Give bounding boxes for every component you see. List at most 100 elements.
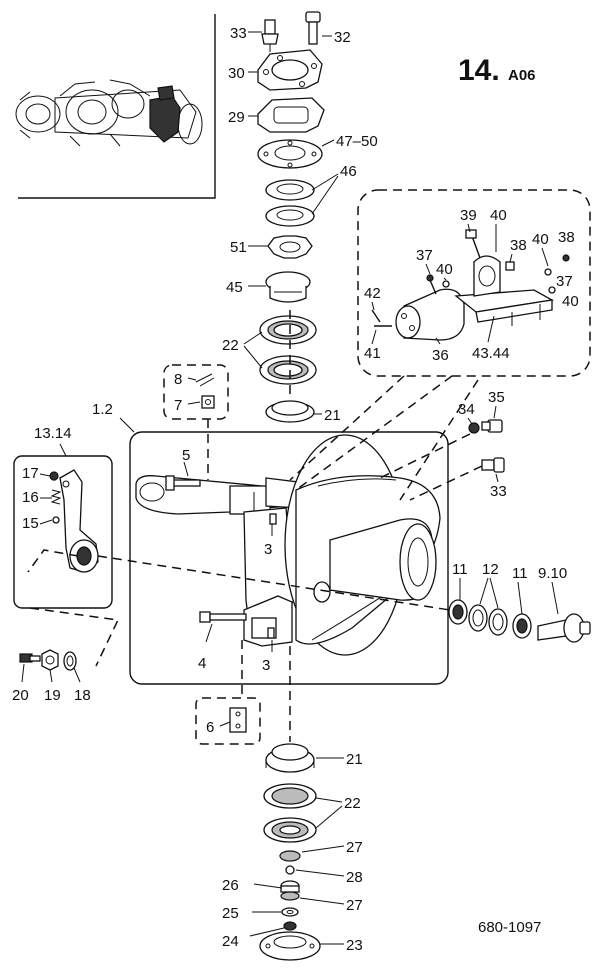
label-27-a: 27 bbox=[346, 839, 363, 856]
label-3-upper: 3 bbox=[264, 541, 272, 558]
part-8-pin bbox=[195, 373, 215, 387]
part-22-bottom-tapered-bearing bbox=[263, 783, 317, 843]
part-25-washer bbox=[281, 907, 299, 917]
part-30-cover-flange bbox=[257, 49, 323, 91]
part-27-lower-disc bbox=[280, 891, 300, 901]
label-39: 39 bbox=[460, 207, 477, 224]
part-28-ball bbox=[285, 865, 295, 875]
label-33-top: 33 bbox=[230, 25, 247, 42]
part-36-brake-cylinder bbox=[395, 288, 465, 341]
label-38-a: 38 bbox=[510, 237, 527, 254]
part-19-nut bbox=[41, 649, 59, 671]
label-38-b: 38 bbox=[558, 229, 575, 246]
part-27-upper-disc bbox=[279, 850, 301, 862]
label-40-d: 40 bbox=[562, 293, 579, 310]
detail-box-6 bbox=[195, 697, 261, 745]
label-34: 34 bbox=[458, 401, 475, 418]
label-25: 25 bbox=[222, 905, 239, 922]
part-45-plug bbox=[265, 271, 311, 303]
label-36: 36 bbox=[432, 347, 449, 364]
label-46: 46 bbox=[340, 163, 357, 180]
drawing-number: 680-1097 bbox=[478, 919, 541, 936]
section-code: A06 bbox=[508, 67, 536, 84]
part-24-nut bbox=[283, 921, 297, 931]
part-26-bushing bbox=[280, 880, 300, 893]
label-17: 17 bbox=[22, 465, 39, 482]
label-9-10: 9.10 bbox=[538, 565, 567, 582]
detail-box-13-14 bbox=[13, 455, 113, 609]
part-33-right-breather bbox=[481, 457, 505, 473]
part-43-44-cylinder-bracket bbox=[454, 255, 554, 326]
label-12: 12 bbox=[482, 561, 499, 578]
part-39-bolt bbox=[465, 229, 481, 259]
part-4-bolt bbox=[199, 611, 247, 623]
label-26: 26 bbox=[222, 877, 239, 894]
part-21-top-seal-ring bbox=[265, 400, 315, 423]
page-number: 14. bbox=[458, 54, 500, 87]
label-37-a: 37 bbox=[416, 247, 433, 264]
part-46-shims bbox=[265, 179, 315, 227]
label-6: 6 bbox=[206, 719, 214, 736]
part-23-cover bbox=[259, 931, 321, 961]
label-35: 35 bbox=[488, 389, 505, 406]
part-29-gasket bbox=[257, 97, 325, 133]
part-1-2-steering-knuckle bbox=[135, 434, 441, 656]
part-42-pin bbox=[371, 309, 381, 323]
label-33-right: 33 bbox=[490, 483, 507, 500]
part-3-lower-bolt bbox=[267, 627, 275, 639]
label-19: 19 bbox=[44, 687, 61, 704]
label-20: 20 bbox=[12, 687, 29, 704]
label-41: 41 bbox=[364, 345, 381, 362]
label-45: 45 bbox=[226, 279, 243, 296]
part-18-washer bbox=[63, 651, 77, 671]
part-6-plate bbox=[229, 707, 247, 733]
part-47-50-shim-plate bbox=[257, 139, 323, 169]
part-11-right-seal bbox=[512, 613, 532, 639]
part-51-lock-washer bbox=[267, 235, 313, 259]
label-18: 18 bbox=[74, 687, 91, 704]
slack-adjuster-dashline bbox=[27, 549, 451, 667]
axle-overview-sketch bbox=[15, 79, 203, 147]
label-13-14: 13.14 bbox=[34, 425, 72, 442]
label-40-c: 40 bbox=[436, 261, 453, 278]
part-20-screw bbox=[19, 653, 41, 663]
label-51: 51 bbox=[230, 239, 247, 256]
part-9-10-stub-axle bbox=[537, 613, 591, 643]
label-42: 42 bbox=[364, 285, 381, 302]
part-40-washers bbox=[442, 268, 556, 294]
part-13-14-slack-adjuster bbox=[59, 469, 99, 573]
part-35-bolt bbox=[481, 419, 503, 433]
label-28: 28 bbox=[346, 869, 363, 886]
label-7: 7 bbox=[174, 397, 182, 414]
part-11-left-seal bbox=[448, 599, 468, 625]
label-15: 15 bbox=[22, 515, 39, 532]
part-17-screw bbox=[49, 471, 59, 481]
label-23: 23 bbox=[346, 937, 363, 954]
assembly-frame-1-2 bbox=[129, 431, 449, 685]
part-34-nut bbox=[468, 422, 480, 434]
part-22-top-tapered-bearing bbox=[259, 315, 317, 385]
label-22-bottom: 22 bbox=[344, 795, 361, 812]
part-12-bearings bbox=[468, 604, 508, 636]
label-5: 5 bbox=[182, 447, 190, 464]
label-21-bottom: 21 bbox=[346, 751, 363, 768]
label-4: 4 bbox=[198, 655, 206, 672]
part-32-bolt bbox=[305, 11, 321, 45]
label-32: 32 bbox=[334, 29, 351, 46]
label-40-b: 40 bbox=[532, 231, 549, 248]
label-29: 29 bbox=[228, 109, 245, 126]
label-16: 16 bbox=[22, 489, 39, 506]
part-16-spring bbox=[50, 489, 62, 505]
label-21-top: 21 bbox=[324, 407, 341, 424]
axle-overview-inset bbox=[15, 14, 216, 199]
part-15-ball bbox=[52, 516, 60, 524]
part-33-top-grease-nipple bbox=[261, 19, 279, 52]
part-7-washer-plate bbox=[201, 395, 215, 409]
label-27-b: 27 bbox=[346, 897, 363, 914]
label-11-b: 11 bbox=[512, 565, 528, 582]
label-47-50: 47–50 bbox=[336, 133, 378, 150]
part-5-bolt bbox=[165, 475, 201, 491]
detail-box-7-8 bbox=[163, 364, 229, 420]
part-21-bottom-seal-ring bbox=[265, 743, 315, 773]
